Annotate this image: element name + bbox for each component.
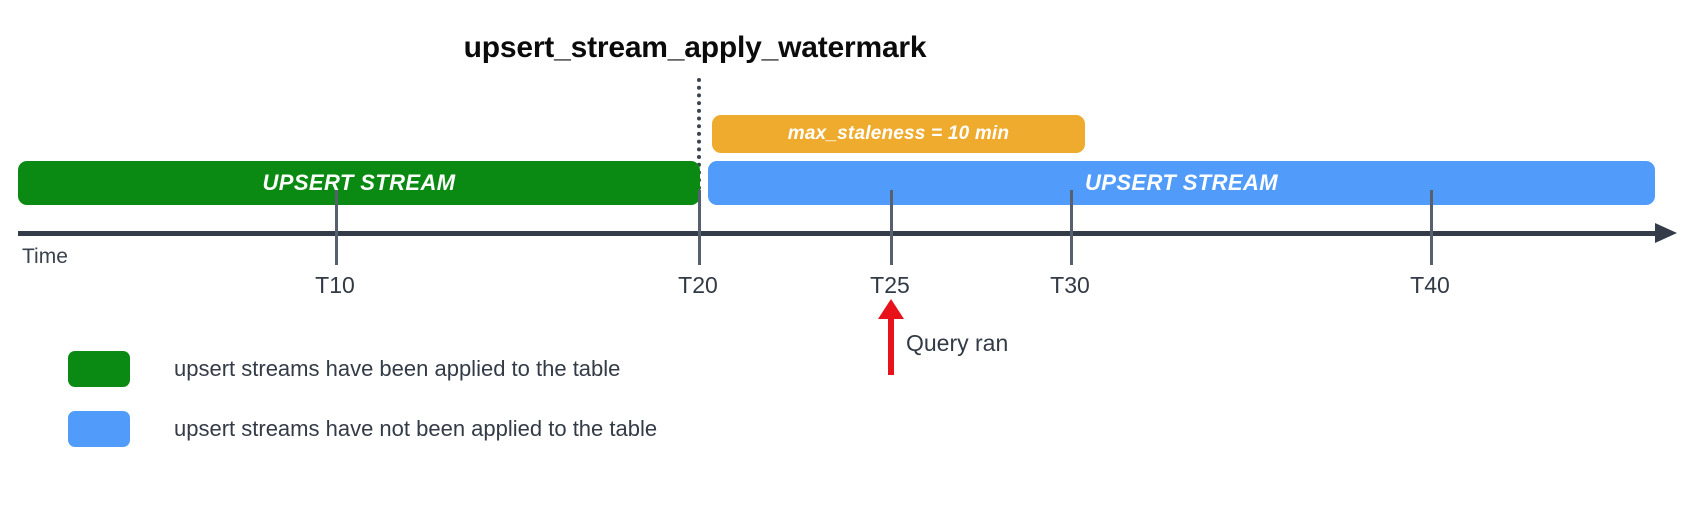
- upsert-stream-not-applied-bar: UPSERT STREAM: [708, 161, 1655, 205]
- max-staleness-label: max_staleness = 10 min: [787, 123, 1010, 144]
- axis-tick-label-t20: T20: [678, 272, 718, 298]
- query-ran-label: Query ran: [906, 330, 1009, 356]
- upsert-stream-applied-bar: UPSERT STREAM: [18, 161, 700, 205]
- page-title: upsert_stream_apply_watermark: [463, 31, 927, 64]
- legend-item-applied: upsert streams have been applied to the …: [68, 351, 620, 387]
- max-staleness-bar: max_staleness = 10 min: [712, 115, 1085, 153]
- legend-swatch-green: [68, 351, 130, 387]
- upsert-stream-not-applied-label: UPSERT STREAM: [1084, 170, 1279, 195]
- query-ran-arrow-icon: [878, 299, 904, 319]
- axis-tick-t30: [1070, 190, 1073, 265]
- legend-swatch-blue: [68, 411, 130, 447]
- time-axis-line: [18, 231, 1663, 236]
- query-ran-arrow-shaft: [888, 312, 894, 375]
- axis-tick-t20: [698, 190, 701, 265]
- axis-tick-t10: [335, 190, 338, 265]
- watermark-dashed-line: [697, 78, 701, 190]
- axis-tick-t25: [890, 190, 893, 265]
- axis-tick-label-t10: T10: [315, 272, 355, 298]
- axis-tick-label-t25: T25: [870, 272, 910, 298]
- time-axis-arrow-icon: [1655, 223, 1677, 243]
- axis-tick-t40: [1430, 190, 1433, 265]
- legend-item-not-applied: upsert streams have not been applied to …: [68, 411, 657, 447]
- axis-tick-label-t30: T30: [1050, 272, 1090, 298]
- legend-label-not-applied: upsert streams have not been applied to …: [174, 416, 658, 441]
- legend-label-applied: upsert streams have been applied to the …: [174, 356, 621, 381]
- axis-tick-label-t40: T40: [1410, 272, 1450, 298]
- time-axis-label: Time: [22, 245, 68, 268]
- upsert-stream-applied-label: UPSERT STREAM: [262, 170, 456, 195]
